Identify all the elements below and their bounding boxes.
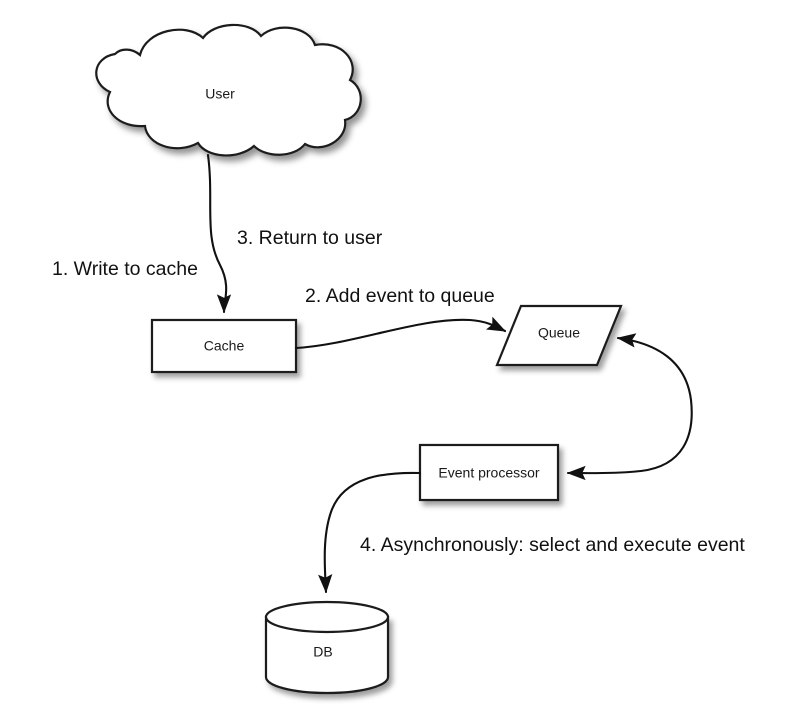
- node-label-queue: Queue: [538, 325, 580, 341]
- edge-label-add-event-to-queue: 2. Add event to queue: [305, 285, 495, 307]
- node-label-event-processor: Event processor: [438, 465, 539, 481]
- edge-label-async-select-execute: 4. Asynchronously: select and execute ev…: [360, 534, 745, 556]
- node-event-processor[interactable]: Event processor: [418, 443, 560, 502]
- edge-processor-to-db: [318, 471, 422, 594]
- node-db[interactable]: DB: [264, 600, 390, 695]
- node-label-user: User: [205, 86, 235, 102]
- edge-user-to-cache: [206, 153, 232, 314]
- edge-cache-to-queue: [294, 316, 507, 350]
- node-label-db: DB: [313, 644, 332, 660]
- node-cache[interactable]: Cache: [150, 318, 298, 374]
- node-queue[interactable]: Queue: [495, 304, 623, 367]
- edge-processor-to-queue-loop: [566, 333, 693, 481]
- node-user[interactable]: User: [95, 23, 362, 157]
- edge-label-write-to-cache: 1. Write to cache: [52, 258, 198, 280]
- edge-label-return-to-user: 3. Return to user: [237, 227, 383, 249]
- node-label-cache: Cache: [204, 338, 245, 354]
